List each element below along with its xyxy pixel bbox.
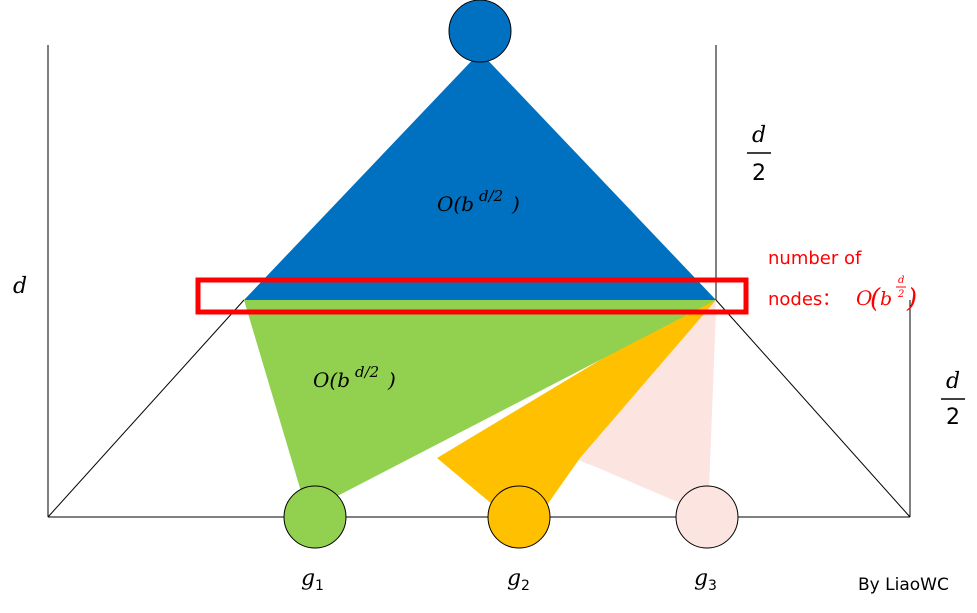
svg-text:2: 2 — [946, 405, 960, 430]
svg-text:g: g — [301, 566, 315, 591]
backward-complexity-label: O(b d/2 ) — [313, 363, 396, 392]
svg-text:number of: number of — [768, 248, 862, 269]
author-credit: By LiaoWC — [858, 575, 949, 595]
goal2-backward-fan — [437, 300, 716, 515]
svg-text:d: d — [946, 369, 960, 394]
search-space-outline — [47, 45, 911, 518]
svg-text:d: d — [752, 123, 766, 148]
svg-text:d/2: d/2 — [355, 363, 379, 381]
forward-complexity-label: O(b d/2 ) — [437, 187, 520, 216]
svg-text:): ) — [906, 284, 917, 314]
svg-text:2: 2 — [897, 289, 904, 300]
svg-text:g: g — [507, 566, 521, 591]
svg-text:): ) — [387, 368, 396, 392]
right-diagonal — [715, 299, 911, 518]
svg-text:(: ( — [870, 284, 881, 314]
forward-search-triangle — [244, 52, 716, 300]
goal-node-3 — [675, 485, 739, 549]
start-node — [448, 0, 512, 63]
svg-text:O: O — [856, 286, 872, 310]
frontier-node-count-note: number of nodes： O ( b d 2 ) — [768, 248, 917, 314]
half-depth-bottom-fraction: d 2 — [941, 369, 965, 430]
goal1-backward-fan — [244, 300, 716, 505]
svg-text:nodes：: nodes： — [768, 289, 840, 310]
svg-text:): ) — [511, 192, 520, 216]
svg-text:1: 1 — [315, 578, 324, 594]
svg-text:O(b: O(b — [313, 368, 350, 392]
svg-text:d/2: d/2 — [479, 187, 503, 205]
goal-3-label: g 3 — [694, 566, 717, 594]
svg-text:2: 2 — [521, 578, 530, 594]
depth-label: d — [13, 274, 27, 299]
goal-1-label: g 1 — [301, 566, 324, 594]
goal-node-2 — [487, 485, 551, 549]
svg-text:d: d — [898, 275, 904, 286]
svg-text:g: g — [694, 566, 708, 591]
svg-text:O(b: O(b — [437, 192, 474, 216]
svg-text:2: 2 — [752, 161, 766, 186]
frontier-highlight-box — [195, 277, 749, 315]
svg-text:b: b — [880, 288, 892, 310]
left-diagonal — [47, 299, 245, 518]
goal-node-1 — [283, 485, 347, 549]
goal3-backward-fan-wide — [575, 302, 716, 515]
half-depth-top-fraction: d 2 — [747, 123, 771, 186]
svg-text:3: 3 — [708, 578, 717, 594]
goal-2-label: g 2 — [507, 566, 530, 594]
